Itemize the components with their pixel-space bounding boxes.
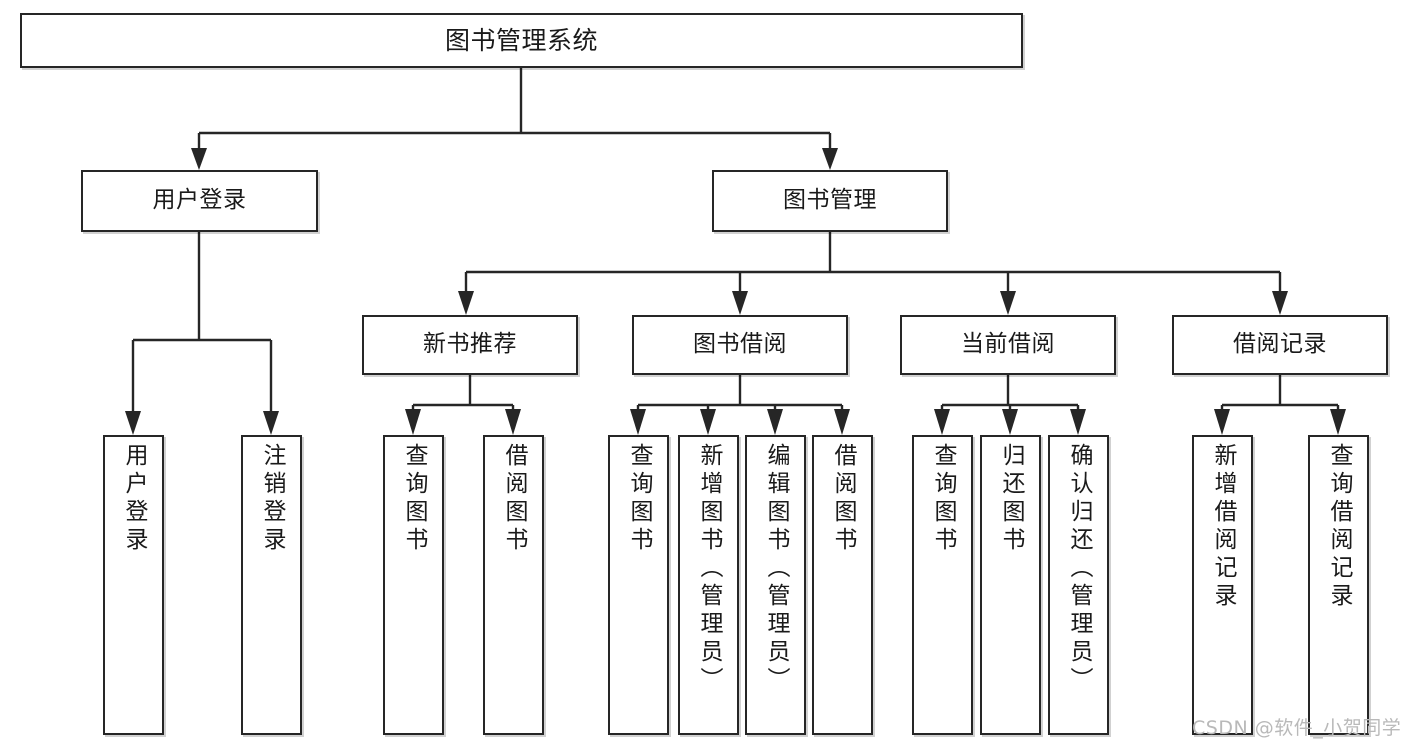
node-current-borrow-label: 当前借阅: [961, 331, 1055, 358]
arrowhead-add-book-b2: [700, 409, 716, 435]
node-current-borrow[interactable]: 当前借阅: [900, 315, 1116, 375]
node-leaf-query-book-recommend[interactable]: 查询图书: [383, 435, 444, 735]
node-leaf-query-book-current[interactable]: 查询图书: [912, 435, 973, 735]
csdn-watermark: CSDN @软件_小贺同学: [1192, 713, 1401, 740]
node-root-label: 图书管理系统: [444, 25, 598, 55]
node-leaf-add-book-admin-label: 新增图书（管理员）: [696, 443, 722, 695]
node-user-login[interactable]: 用户登录: [81, 170, 318, 232]
node-leaf-add-book-admin[interactable]: 新增图书（管理员）: [678, 435, 739, 735]
arrowhead-borrow-book-b4: [834, 409, 850, 435]
node-leaf-query-book-current-label: 查询图书: [930, 443, 956, 555]
arrowhead-book-manage: [822, 148, 838, 170]
node-leaf-user-login[interactable]: 用户登录: [103, 435, 164, 735]
node-borrow-record-label: 借阅记录: [1233, 331, 1327, 358]
arrowhead-borrow-record: [1272, 291, 1288, 315]
node-leaf-borrow-book-recommend-label: 借阅图书: [501, 443, 527, 555]
arrowhead-user-login-leaf: [125, 411, 141, 435]
node-new-book-recommend-label: 新书推荐: [423, 331, 517, 358]
node-leaf-add-borrow-record-label: 新增借阅记录: [1210, 443, 1236, 611]
arrowhead-current-borrow: [1000, 291, 1016, 315]
node-leaf-borrow-book[interactable]: 借阅图书: [812, 435, 873, 735]
arrowhead-query-book-b1: [630, 409, 646, 435]
node-leaf-query-book-recommend-label: 查询图书: [401, 443, 427, 555]
node-leaf-query-book-borrow[interactable]: 查询图书: [608, 435, 669, 735]
node-leaf-confirm-return-admin-label: 确认归还（管理员）: [1066, 443, 1092, 695]
node-new-book-recommend[interactable]: 新书推荐: [362, 315, 578, 375]
arrowhead-new-book-recommend: [458, 291, 474, 315]
arrowhead-user-login: [191, 148, 207, 170]
node-book-management[interactable]: 图书管理: [712, 170, 948, 232]
node-leaf-borrow-book-recommend[interactable]: 借阅图书: [483, 435, 544, 735]
node-leaf-add-borrow-record[interactable]: 新增借阅记录: [1192, 435, 1253, 735]
node-leaf-edit-book-admin[interactable]: 编辑图书（管理员）: [745, 435, 806, 735]
node-book-borrow-label: 图书借阅: [693, 331, 787, 358]
node-leaf-return-book-label: 归还图书: [998, 443, 1024, 555]
node-leaf-borrow-book-label: 借阅图书: [830, 443, 856, 555]
node-leaf-user-login-label: 用户登录: [121, 443, 147, 555]
arrowhead-borrow-book-r1: [505, 409, 521, 435]
node-book-management-label: 图书管理: [783, 187, 877, 214]
arrowhead-book-borrow: [732, 291, 748, 315]
node-borrow-record[interactable]: 借阅记录: [1172, 315, 1388, 375]
arrowhead-query-record-d2: [1330, 409, 1346, 435]
arrowhead-confirm-return-c3: [1070, 409, 1086, 435]
csdn-watermark-text: CSDN @软件_小贺同学: [1192, 717, 1402, 739]
node-leaf-return-book[interactable]: 归还图书: [980, 435, 1041, 735]
node-leaf-query-book-borrow-label: 查询图书: [626, 443, 652, 555]
node-leaf-confirm-return-admin[interactable]: 确认归还（管理员）: [1048, 435, 1109, 735]
arrowhead-query-book-r1: [405, 409, 421, 435]
node-leaf-edit-book-admin-label: 编辑图书（管理员）: [763, 443, 789, 695]
node-user-login-label: 用户登录: [152, 187, 247, 214]
arrowhead-logout-leaf: [263, 411, 279, 435]
node-leaf-logout[interactable]: 注销登录: [241, 435, 302, 735]
arrowhead-edit-book-b3: [767, 409, 783, 435]
node-book-borrow[interactable]: 图书借阅: [632, 315, 848, 375]
node-root-system[interactable]: 图书管理系统: [20, 13, 1023, 68]
arrowhead-add-record-d1: [1214, 409, 1230, 435]
arrowhead-return-book-c2: [1002, 409, 1018, 435]
node-leaf-query-borrow-record-label: 查询借阅记录: [1326, 443, 1352, 611]
node-leaf-logout-label: 注销登录: [259, 443, 285, 555]
node-leaf-query-borrow-record[interactable]: 查询借阅记录: [1308, 435, 1369, 735]
arrowhead-query-book-c1: [934, 409, 950, 435]
